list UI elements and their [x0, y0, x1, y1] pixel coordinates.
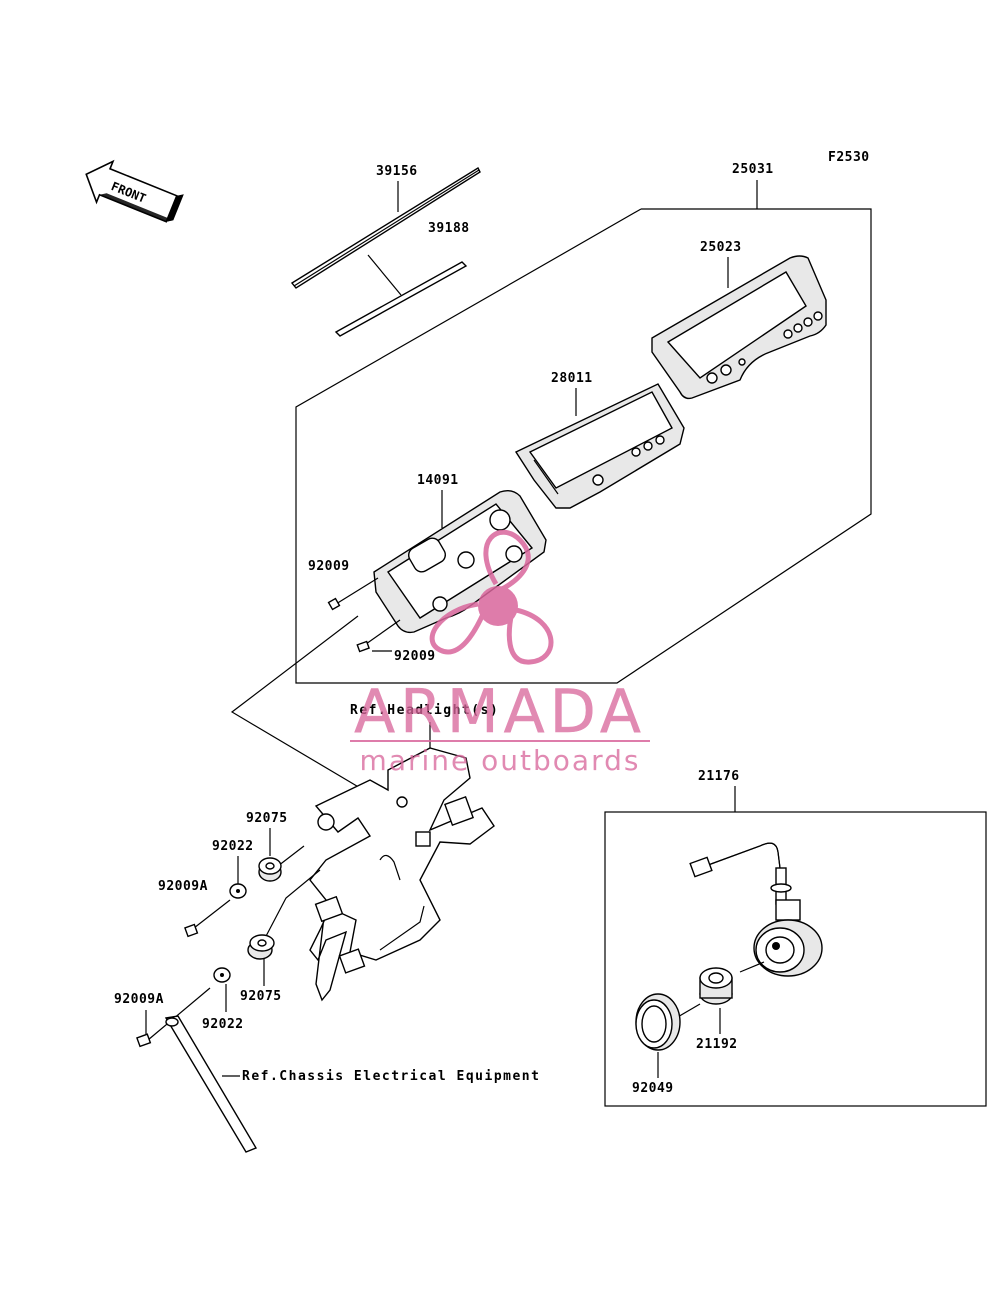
- propeller-hub-icon: [478, 586, 518, 626]
- label-39188: 39188: [428, 221, 470, 236]
- label-39156: 39156: [376, 164, 418, 179]
- label-92049: 92049: [632, 1081, 674, 1096]
- bolt-92009A-upper: [184, 923, 199, 938]
- label-21176: 21176: [698, 769, 740, 784]
- label-25023: 25023: [700, 240, 742, 255]
- armada-watermark-logo: ARMADA marine outboards: [350, 529, 650, 777]
- label-92009-lower: 92009: [394, 649, 436, 664]
- upper-meter-case-25023: [651, 255, 827, 400]
- watermark-tagline: marine outboards: [360, 744, 641, 777]
- ref-chassis: Ref.Chassis Electrical Equipment: [242, 1069, 540, 1084]
- grommet-92075-lower: [247, 934, 275, 960]
- label-92022-upper: 92022: [212, 839, 254, 854]
- ref-headlight: Ref.Headlight(s): [350, 703, 499, 718]
- grommet-92075-upper: [258, 857, 282, 882]
- lcd-unit-28011: [514, 383, 685, 509]
- figure-code: F2530: [828, 150, 870, 165]
- meter-bracket: [309, 747, 495, 1002]
- label-21192: 21192: [696, 1037, 738, 1052]
- watermark-brand: ARMADA: [354, 677, 646, 747]
- front-arrow-icon: FRONT: [85, 159, 184, 223]
- speedometer-sensor-21176: [689, 842, 823, 977]
- cover-lens-39156: [290, 167, 481, 289]
- propeller-icon: [429, 529, 554, 665]
- gear-21192: [699, 967, 733, 1005]
- label-14091: 14091: [417, 473, 459, 488]
- sensor-assembly-outline: [604, 811, 987, 1107]
- label-92009A-upper: 92009A: [158, 879, 208, 894]
- label-92009A-lower: 92009A: [114, 992, 164, 1007]
- washer-92022-upper: [229, 883, 247, 899]
- bolt-92009A-lower: [136, 1033, 152, 1048]
- label-25031: 25031: [732, 162, 774, 177]
- label-92022-lower: 92022: [202, 1017, 244, 1032]
- label-92009-upper: 92009: [308, 559, 350, 574]
- assembly-outline-25031: [295, 208, 872, 684]
- wiring-strap: [164, 1015, 258, 1153]
- screw-92009-upper: [327, 597, 341, 611]
- label-28011: 28011: [551, 371, 593, 386]
- seal-39188: [334, 261, 468, 337]
- screw-92009-lower: [356, 640, 370, 653]
- seal-ring-92049: [635, 993, 681, 1051]
- label-92075-upper: 92075: [246, 811, 288, 826]
- washer-92022-lower: [213, 967, 231, 983]
- label-92075-lower: 92075: [240, 989, 282, 1004]
